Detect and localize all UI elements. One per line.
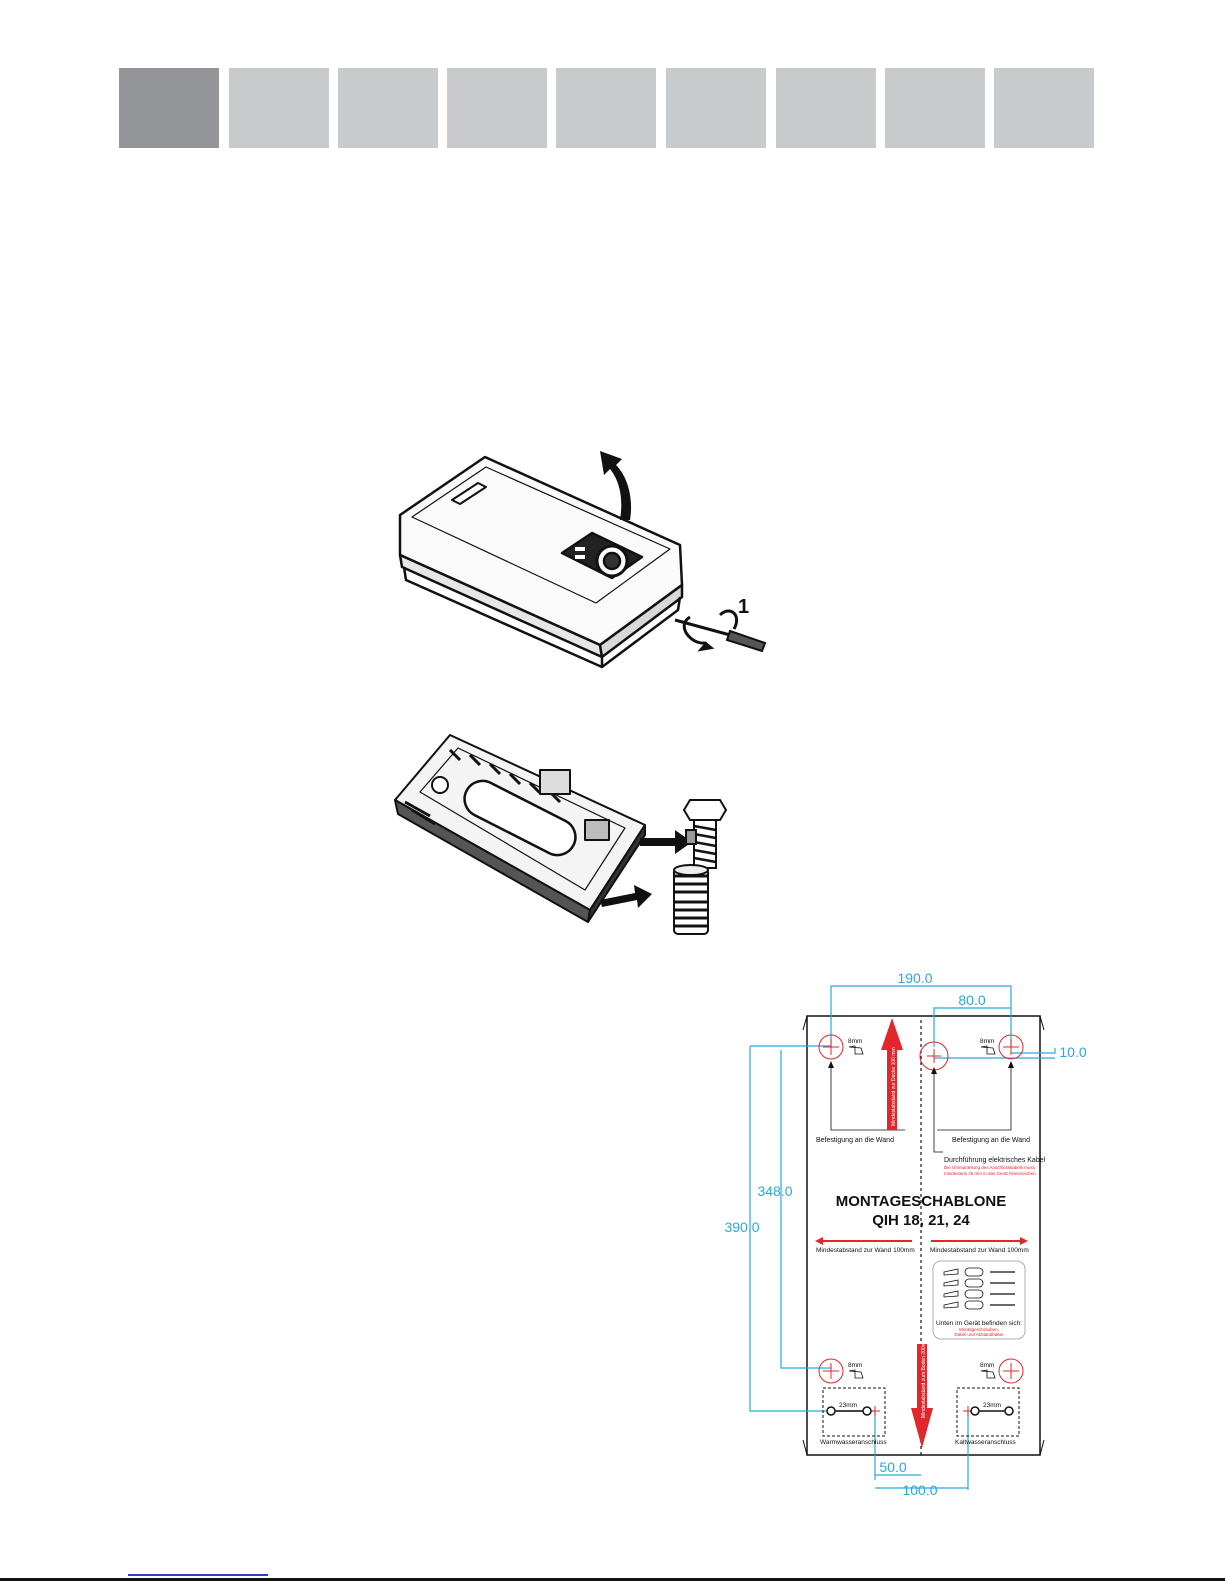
spacer-icon: [990, 1271, 1015, 1306]
hot-water-box: [822, 1387, 886, 1437]
chapter-tab-9[interactable]: [994, 68, 1094, 148]
fix-label-left: Befestigung an die Wand: [816, 1137, 894, 1144]
dowel-icon: [964, 1278, 984, 1288]
chapter-tab-7[interactable]: [776, 68, 876, 148]
footer-rule: [0, 1578, 1225, 1581]
screw-icon: [943, 1301, 959, 1309]
drill-hole-top-right: [998, 1034, 1024, 1060]
mounting-template-drawing: 190.0 80.0 10.0 348.0 390.0 50.0 100.0 8…: [724, 970, 1086, 1498]
dim-10: 10.0: [1059, 1044, 1086, 1060]
chapter-tab-6[interactable]: [666, 68, 766, 148]
dim-80: 80.0: [958, 992, 985, 1008]
template-model: QIH 18, 21, 24: [872, 1212, 970, 1229]
dim-50: 50.0: [879, 1459, 906, 1475]
parts-note-2: Dübel und Abstandhalter: [954, 1332, 1004, 1337]
dowel-icon: [964, 1289, 984, 1299]
cable-note-1: Die Ummantelung des Anschlusskabels muss: [944, 1165, 1036, 1170]
dim-390: 390.0: [724, 1219, 759, 1235]
chapter-tab-8[interactable]: [885, 68, 985, 148]
screw-icon: [943, 1268, 959, 1276]
min-floor-arrow: [911, 1344, 933, 1448]
fix-label-right: Befestigung an die Wand: [952, 1137, 1030, 1144]
drill-hole-bottom-right: [998, 1358, 1024, 1384]
template-title: MONTAGESCHABLONE: [836, 1193, 1007, 1210]
drill-size-label: 8mm: [848, 1038, 862, 1045]
cold-water-label: Kaltwasseranschluss: [955, 1439, 1016, 1446]
cold-water-box: [956, 1387, 1020, 1437]
drill-hole-top-left: [818, 1034, 844, 1060]
dowel-icon: [964, 1300, 984, 1310]
chapter-tab-2[interactable]: [229, 68, 329, 148]
dowel-icon: [964, 1267, 984, 1277]
parts-label: Unten im Gerät befinden sich:: [936, 1320, 1022, 1327]
cable-note-2: mindestens 45 mm in das Gerät hineinreic…: [944, 1171, 1037, 1176]
wrench-size-left: 23mm: [839, 1402, 857, 1409]
dim-190: 190.0: [897, 970, 932, 986]
screw-icon: [943, 1290, 959, 1298]
chapter-tab-4[interactable]: [447, 68, 547, 148]
hot-water-label: Warmwasseranschluss: [820, 1439, 887, 1446]
min-floor-text: Mindestabstand zum Boden 200mm: [921, 1338, 927, 1418]
screw-icon: [943, 1279, 959, 1287]
chapter-tab-3[interactable]: [338, 68, 438, 148]
drill-size-label: 8mm: [980, 1362, 994, 1369]
drill-size-label: 8mm: [848, 1362, 862, 1369]
drill-icon: [848, 1369, 864, 1379]
dim-100: 100.0: [902, 1482, 937, 1498]
min-ceiling-arrow: [881, 1018, 903, 1130]
drill-hole-bottom-left: [818, 1358, 844, 1384]
chapter-tab-1[interactable]: [119, 68, 219, 148]
drill-icon: [980, 1369, 996, 1379]
chapter-tab-5[interactable]: [556, 68, 656, 148]
drill-icon: [848, 1045, 864, 1055]
min-wall-right: Mindestabstand zur Wand 100mm: [930, 1247, 1029, 1254]
parts-note-1: Montageschrauben,: [959, 1327, 999, 1332]
wrench-size-right: 23mm: [983, 1402, 1001, 1409]
chapter-tab-strip: [119, 68, 1104, 148]
connector-installation-illustration: [394, 734, 728, 935]
footer-link[interactable]: [128, 1574, 268, 1576]
drill-icon: [980, 1045, 996, 1055]
cable-label: Durchführung elektrisches Kabel: [944, 1157, 1046, 1164]
min-wall-left: Mindestabstand zur Wand 100mm: [816, 1247, 915, 1254]
step-number-label: 1: [738, 596, 749, 618]
dim-348: 348.0: [757, 1183, 792, 1199]
drill-size-label: 8mm: [980, 1038, 994, 1045]
min-ceiling-text: Mindestabstand zur Decke 100 mm: [891, 1047, 897, 1126]
cover-removal-illustration: 1: [398, 451, 767, 669]
